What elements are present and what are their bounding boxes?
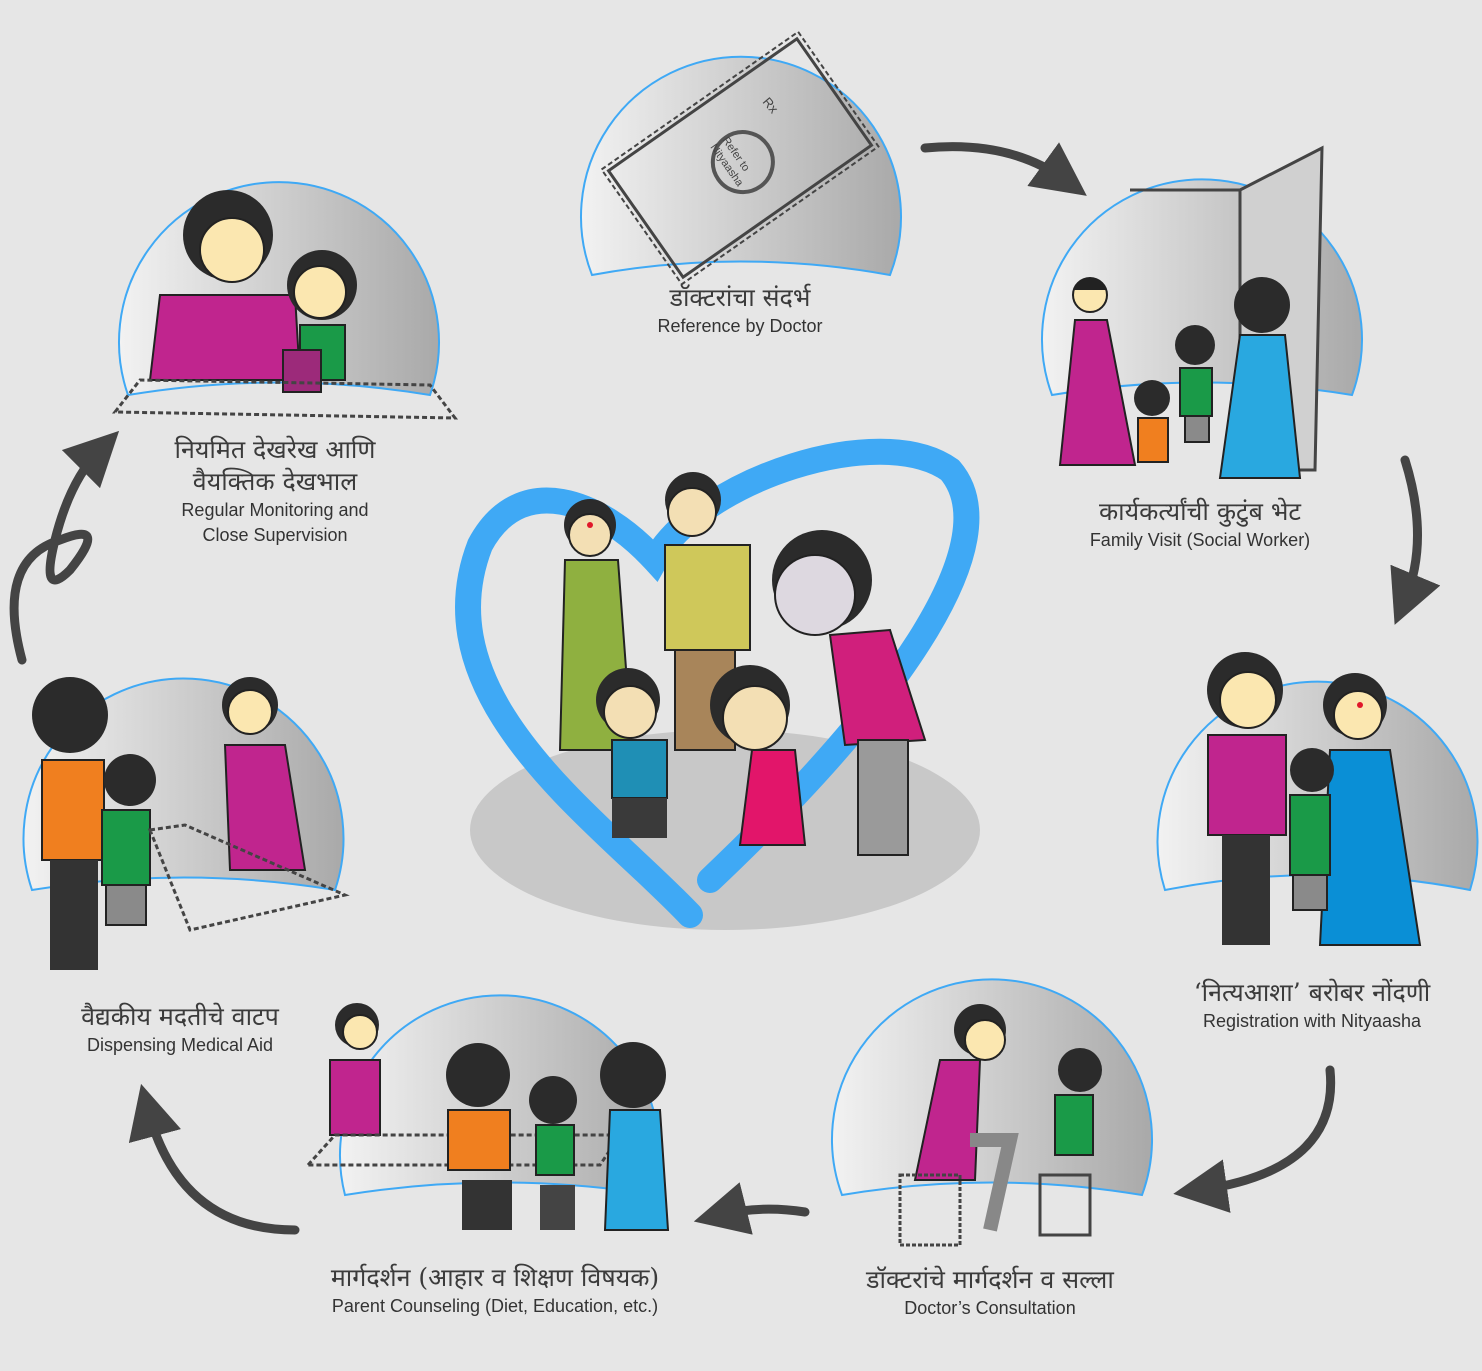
step-doctor-consultation: डॉक्टरांचे मार्गदर्शन व सल्ला Doctor’s C… [866,1264,1114,1321]
arrow-6-to-7-icon [9,430,120,665]
step-monitoring: नियमित देखरेख आणि वैयक्तिक देखभाल Regula… [175,434,376,548]
arrow-2-to-3-icon [1390,455,1441,625]
step-marathi-label: कार्यकर्त्यांची कुटुंब भेट [1098,497,1302,526]
arrow-5-to-6-icon [128,1083,300,1235]
step-marathi-label: वैद्यकीय मदतीचे वाटप [81,1002,279,1031]
step-reference-by-doctor: डॉक्टरांचा संदर्भ Reference by Doctor [657,282,822,339]
step-english-label: Doctor’s Consultation [904,1298,1076,1318]
dome-consultation [831,978,1153,1247]
step-marathi-label: डॉक्टरांचा संदर्भ [669,283,811,312]
arrow-3-to-4-icon [1173,1065,1336,1213]
step-medical-aid: वैद्यकीय मदतीचे वाटप Dispensing Medical … [81,1001,279,1058]
dome-registration [1156,652,1479,946]
dome-medical-aid [22,677,350,970]
step-english-label: Dispensing Medical Aid [86,1035,274,1055]
step-marathi-label: डॉक्टरांचे मार्गदर्शन व सल्ला [866,1265,1114,1294]
arrow-4-to-5-icon [693,1182,810,1235]
step-registration: ‘नित्यआशा’ बरोबर नोंदणी Registration wit… [1194,977,1431,1034]
step-english-label: Parent Counseling (Diet, Education, etc.… [331,1296,659,1316]
step-english-label-2: Close Supervision [202,525,348,545]
dome-monitoring [111,181,459,420]
step-marathi-label: मार्गदर्शन (आहार व शिक्षण विषयक) [330,1263,660,1292]
step-marathi-label-1: नियमित देखरेख आणि [174,435,376,464]
step-family-visit: कार्यकर्त्यांची कुटुंब भेट Family Visit … [1090,496,1310,553]
dome-family-visit [1041,145,1363,479]
step-english-label: Reference by Doctor [657,316,823,336]
step-english-label: Family Visit (Social Worker) [1089,530,1311,550]
prescription-paper-icon [600,30,880,286]
step-marathi-label-2: वैयक्तिक देखभाल [192,467,358,496]
dome-parent-counseling [304,994,670,1231]
step-english-label-1: Regular Monitoring and [181,500,369,520]
step-parent-counseling: मार्गदर्शन (आहार व शिक्षण विषयक) Parent … [331,1262,659,1319]
arrow-1-to-2-icon [920,142,1087,196]
dome-reference [580,30,902,286]
step-marathi-label: ‘नित्यआशा’ बरोबर नोंदणी [1193,978,1431,1007]
step-english-label: Registration with Nityaasha [1202,1011,1422,1031]
center-family-heart [455,438,980,930]
